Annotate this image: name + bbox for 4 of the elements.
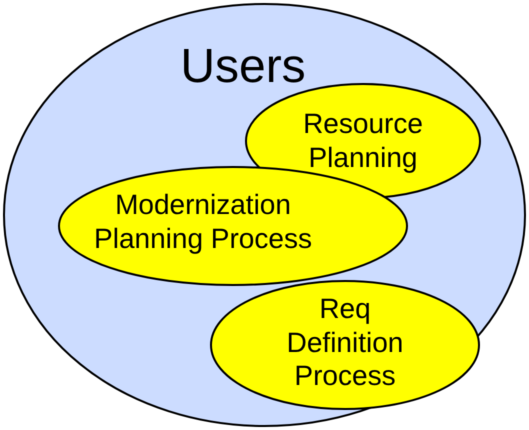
ellipse-label: Modernization Planning Process bbox=[93, 188, 313, 256]
ellipse-label: Req Definition Process bbox=[286, 292, 404, 393]
ellipse-label: Resource Planning bbox=[302, 107, 424, 174]
ellipse-label: Users bbox=[179, 39, 307, 95]
